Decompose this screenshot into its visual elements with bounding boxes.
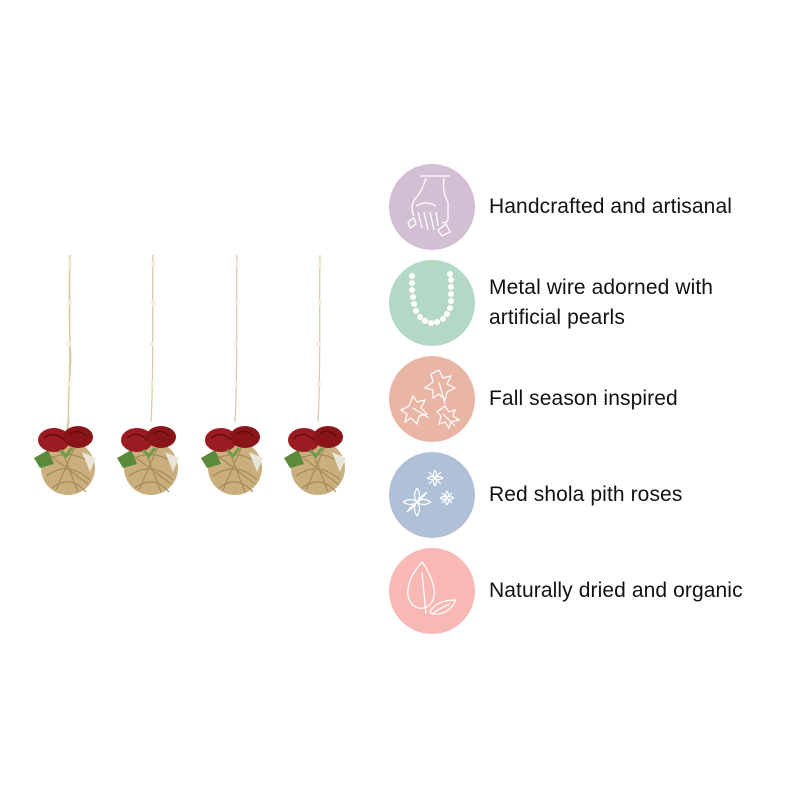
ornament (270, 250, 350, 515)
feature-pearls: Metal wire adorned with artificial pearl… (389, 260, 789, 346)
maple-leaves-icon (389, 356, 475, 442)
feature-label: Fall season inspired (489, 387, 678, 410)
feature-label: Naturally dried and organic (489, 579, 743, 602)
product-image (20, 250, 370, 515)
ornament (187, 250, 267, 515)
feature-roses: Red shola pith roses (389, 452, 789, 538)
leaves-icon (389, 548, 475, 634)
feature-label: Red shola pith roses (489, 483, 683, 506)
feature-label: Metal wire adorned with artificial pearl… (489, 276, 714, 329)
pearl-necklace-icon (389, 260, 475, 346)
flowers-icon (389, 452, 475, 538)
feature-fall: Fall season inspired (389, 356, 789, 442)
feature-label: Handcrafted and artisanal (489, 195, 732, 218)
feature-organic: Naturally dried and organic (389, 548, 789, 634)
ornament (103, 250, 183, 515)
feature-handcrafted: Handcrafted and artisanal (389, 164, 789, 250)
ornament (20, 250, 100, 515)
hand-icon (389, 164, 475, 250)
